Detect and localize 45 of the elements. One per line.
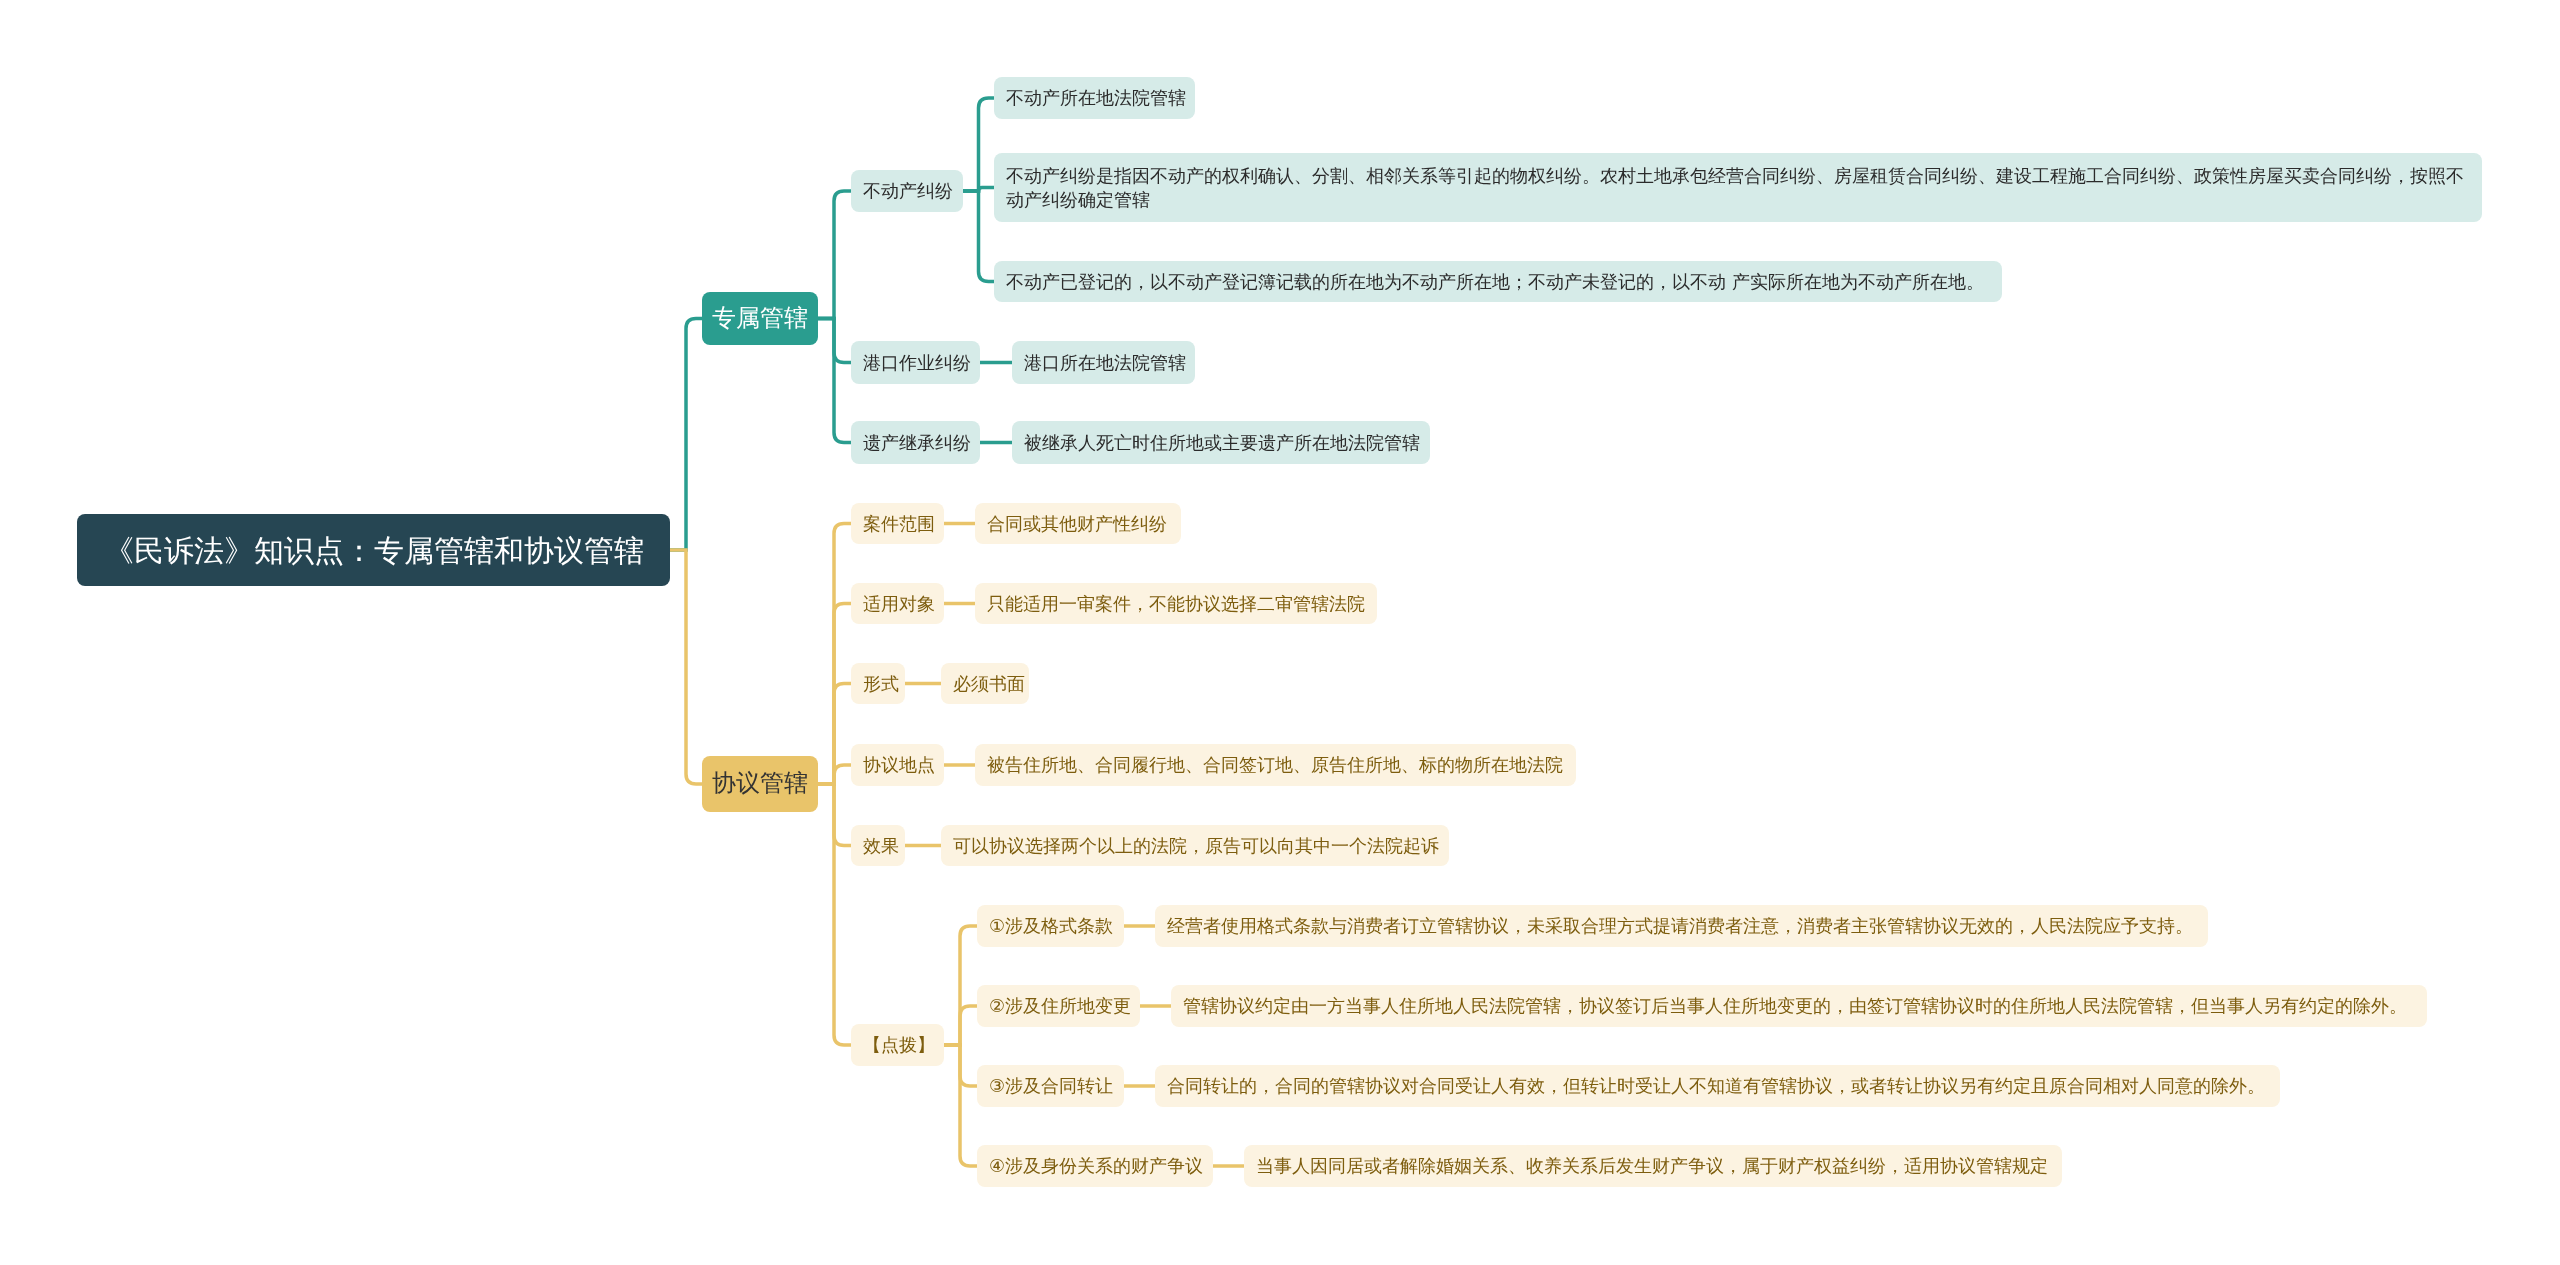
- connector: [963, 189, 994, 284]
- connector: [1124, 1084, 1155, 1088]
- topic-box: 形式: [851, 663, 905, 704]
- topic-box: 可以协议选择两个以上的法院，原告可以向其中一个法院起诉: [941, 825, 1449, 866]
- connector: [980, 440, 1012, 445]
- topic-box: 只能适用一审案件，不能协议选择二审管辖法院: [975, 583, 1377, 624]
- topic-box: 被告住所地、合同履行地、合同签订地、原告住所地、标的物所在地法院: [975, 744, 1576, 786]
- branch-box: 专属管辖: [702, 292, 818, 345]
- topic-box: ④涉及身份关系的财产争议: [977, 1145, 1213, 1187]
- topic-box: ①涉及格式条款: [977, 905, 1124, 947]
- branch-box: 协议管辖: [702, 756, 818, 812]
- topic-box: ②涉及住所地变更: [977, 985, 1140, 1027]
- connector: [905, 681, 941, 686]
- topic-box: 被继承人死亡时住所地或主要遗产所在地法院管辖: [1012, 421, 1430, 464]
- topic-box: 协议地点: [851, 744, 944, 786]
- connector: [944, 521, 975, 526]
- topic-box: 不动产纠纷: [851, 170, 963, 212]
- connector: [670, 548, 702, 786]
- topic-box: 【点拨】: [851, 1024, 944, 1066]
- topic-box: ③涉及合同转让: [977, 1065, 1124, 1107]
- topic-box: 合同转让的，合同的管辖协议对合同受让人有效，但转让时受让人不知道有管辖协议，或者转让协议另有约定且原合同相对人同意的除外。: [1155, 1065, 2280, 1107]
- topic-box: 必须书面: [941, 663, 1029, 704]
- connector: [1213, 1164, 1244, 1168]
- connector: [944, 601, 975, 606]
- connector: [980, 360, 1012, 365]
- connector: [944, 763, 975, 767]
- topic-box: 适用对象: [851, 583, 944, 624]
- connector: [1124, 924, 1155, 928]
- topic-box: 港口作业纠纷: [851, 341, 980, 384]
- topic-box: 经营者使用格式条款与消费者订立管辖协议，未采取合理方式提请消费者注意，消费者主张管辖协议无效的，人民法院应予支持。: [1155, 905, 2208, 947]
- topic-box: 不动产所在地法院管辖: [994, 77, 1195, 119]
- topic-box: 遗产继承纠纷: [851, 421, 980, 464]
- connector: [905, 843, 941, 848]
- title-box: 《民诉法》知识点：专属管辖和协议管辖: [77, 514, 670, 586]
- connector: [818, 782, 851, 1047]
- topic-box: 管辖协议约定由一方当事人住所地人民法院管辖，协议签订后当事人住所地变更的，由签订管辖协议时的住所地人民法院管辖，但当事人另有约定的除外。: [1171, 985, 2427, 1027]
- topic-box: 当事人因同居或者解除婚姻关系、收养关系后发生财产争议，属于财产权益纠纷，适用协议管辖规定: [1244, 1145, 2062, 1187]
- topic-box: 港口所在地法院管辖: [1012, 341, 1195, 384]
- topic-box: 不动产已登记的，以不动产登记簿记载的所在地为不动产所在地；不动产未登记的，以不动 产实际所在地为不动产所在地。: [994, 261, 2002, 302]
- connector: [944, 1043, 977, 1168]
- topic-box: 案件范围: [851, 503, 944, 544]
- connector: [1140, 1004, 1171, 1008]
- topic-box: 合同或其他财产性纠纷: [975, 503, 1181, 544]
- topic-box: 不动产纠纷是指因不动产的权利确认、分割、相邻关系等引起的物权纠纷。农村土地承包经营合同纠纷、房屋租赁合同纠纷、建设工程施工合同纠纷、政策性房屋买卖合同纠纷，按照不动产纠纷确定管辖: [994, 153, 2482, 222]
- topic-box: 效果: [851, 825, 905, 866]
